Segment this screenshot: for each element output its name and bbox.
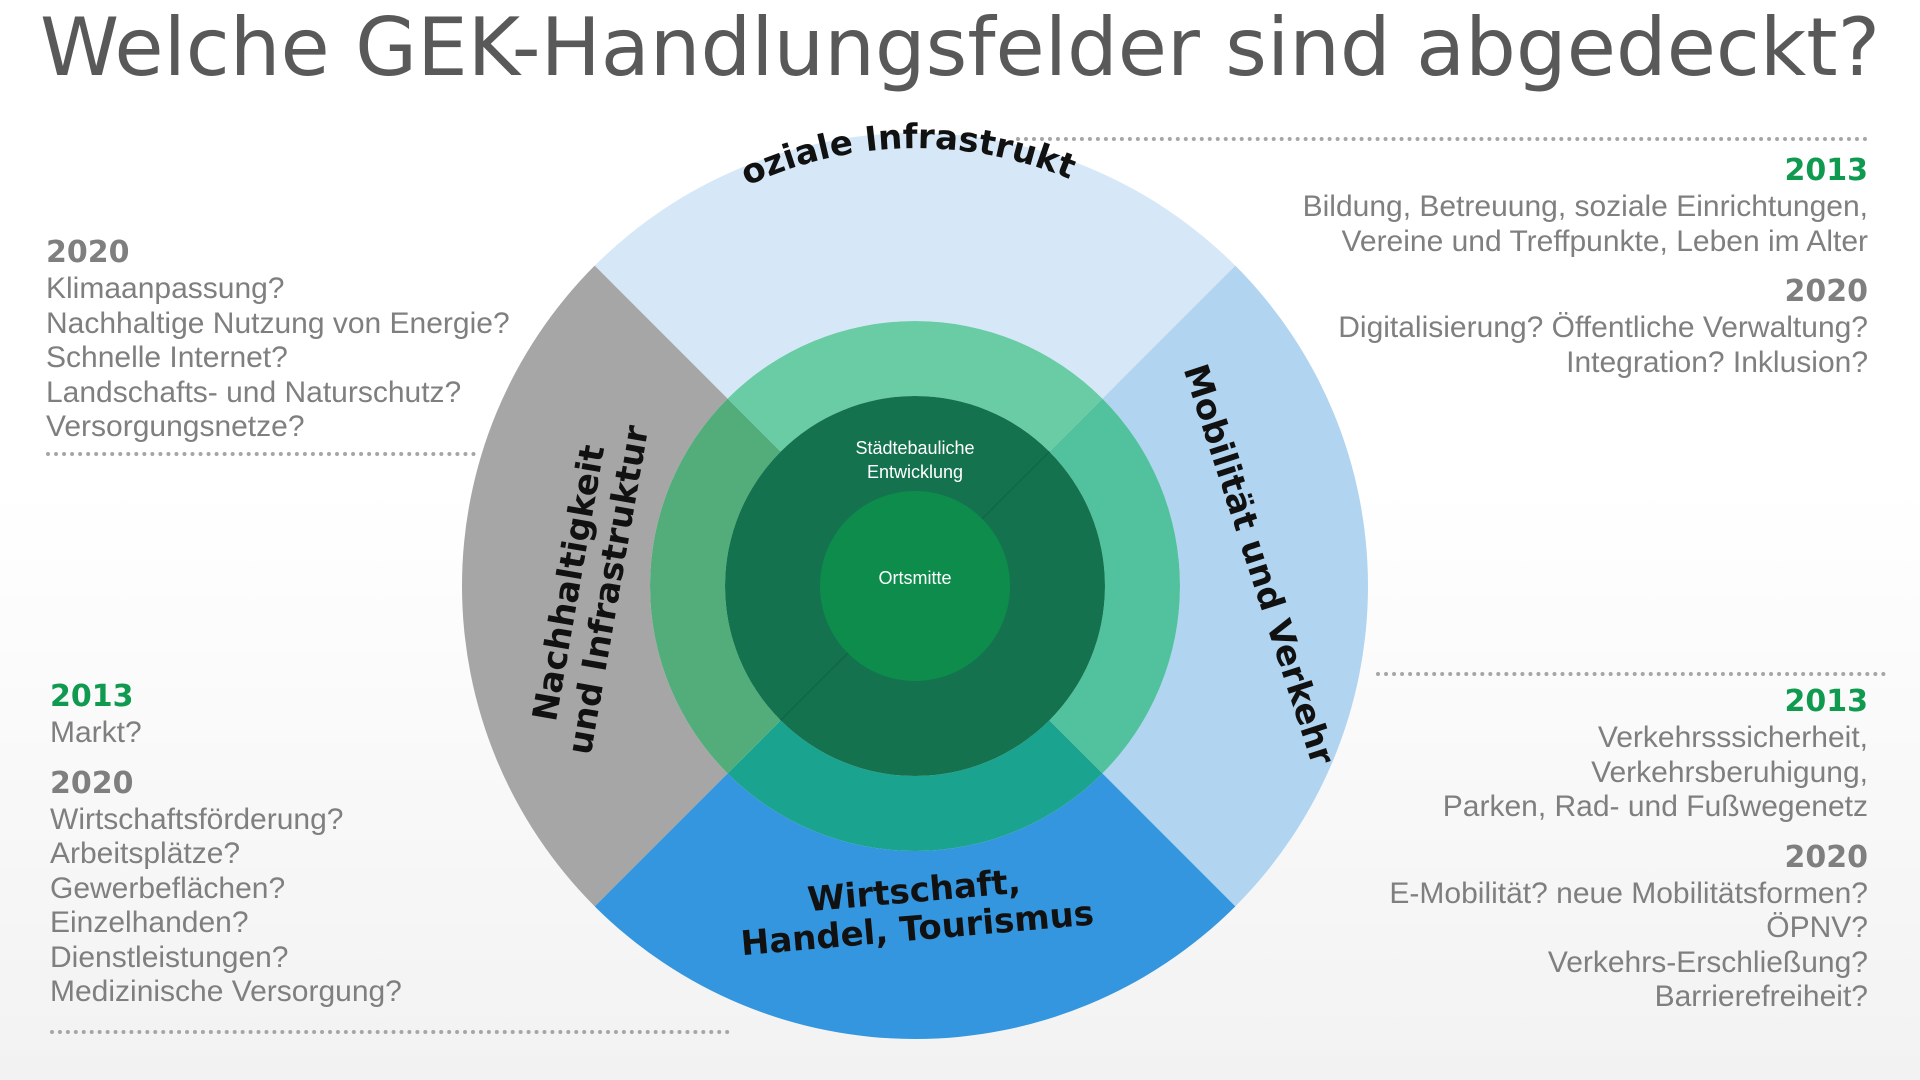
- list-item: E-Mobilität? neue Mobilitätsformen?: [1389, 876, 1868, 910]
- list-item: Medizinische Versorgung?: [50, 975, 402, 1008]
- list-item: Gewerbeflächen?: [50, 871, 286, 905]
- year-label: 2020: [46, 235, 130, 270]
- middle-segment-top: [727, 321, 1103, 452]
- list-item: Verkehrsberuhigung,: [1591, 755, 1868, 789]
- list-item: Schnelle Internet?: [46, 341, 288, 374]
- core-label-line2: Entwicklung: [867, 462, 963, 482]
- list-item: Bildung, Betreuung, soziale Einrichtunge…: [1302, 190, 1868, 223]
- list-item: Einzelhanden?: [50, 906, 249, 939]
- list-item: Vereine und Treffpunkte, Leben im Alter: [1341, 224, 1868, 258]
- center-label: Ortsmitte: [878, 568, 951, 588]
- list-item: Parken, Rad- und Fußwegenetz: [1442, 790, 1868, 823]
- page-title: Welche GEK-Handlungsfelder sind abgedeck…: [39, 1, 1881, 94]
- middle-segment-right: [1049, 398, 1180, 774]
- list-item: ÖPNV?: [1766, 911, 1868, 944]
- middle-segment-left: [649, 398, 781, 774]
- divider-left-bottom: [50, 1030, 730, 1034]
- outer-segment-top: [594, 133, 1236, 399]
- left-bottom-notes: 2013 Markt? 2020 Wirtschaftsförderung? A…: [50, 678, 402, 1010]
- list-item: Verkehrs-Erschließung?: [1547, 945, 1868, 979]
- divider-right-bottom: [1376, 672, 1886, 676]
- list-item: Barrierefreiheit?: [1654, 980, 1868, 1013]
- year-label: 2013: [1784, 153, 1869, 188]
- center-circle: [820, 491, 1010, 681]
- outer-segment-bottom: [594, 773, 1236, 1039]
- list-item: Versorgungsnetze?: [46, 410, 305, 443]
- year-label: 2020: [50, 765, 134, 801]
- year-label: 2020: [1784, 839, 1869, 875]
- right-bottom-notes: 2013 Verkehrsssicherheit, Verkehrsberuhi…: [1389, 683, 1868, 1015]
- divider-right-top: [1016, 137, 1868, 141]
- list-item: Klimaanpassung?: [46, 272, 285, 305]
- list-item: Landschafts- und Naturschutz?: [46, 375, 462, 409]
- middle-segment-bottom: [727, 720, 1103, 852]
- outer-segment-right: [1102, 265, 1368, 907]
- list-item: Dienstleistungen?: [50, 940, 289, 974]
- list-item: Integration? Inklusion?: [1566, 345, 1868, 379]
- year-label: 2020: [1784, 274, 1869, 309]
- list-item: Arbeitsplätze?: [50, 837, 241, 870]
- left-top-notes: 2020 Klimaanpassung? Nachhaltige Nutzung…: [46, 234, 510, 445]
- outer-segment-left: [461, 265, 728, 907]
- year-label: 2013: [1784, 684, 1869, 719]
- right-top-notes: 2013 Bildung, Betreuung, soziale Einrich…: [1303, 152, 1868, 380]
- divider-left-top: [46, 452, 476, 456]
- list-item: Verkehrsssicherheit,: [1597, 721, 1868, 754]
- year-label: 2013: [50, 679, 134, 714]
- core-label-line1: Städtebauliche: [855, 438, 974, 458]
- list-item: Nachhaltige Nutzung von Energie?: [46, 306, 510, 340]
- list-item: Wirtschaftsförderung?: [50, 802, 344, 836]
- list-item: Markt?: [50, 716, 142, 749]
- list-item: Digitalisierung? Öffentliche Verwaltung?: [1338, 311, 1868, 344]
